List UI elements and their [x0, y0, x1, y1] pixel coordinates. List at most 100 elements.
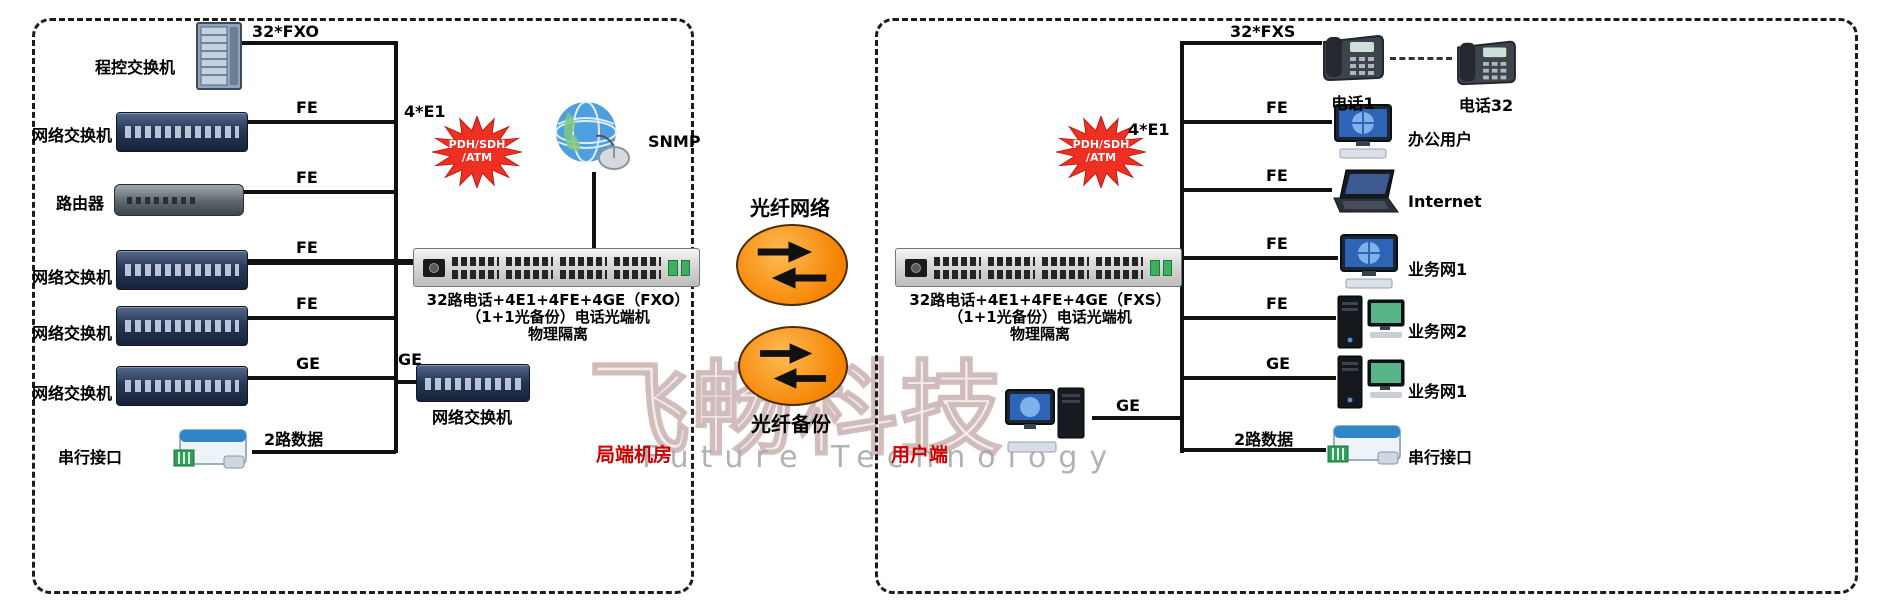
power-inlet-icon [423, 258, 445, 277]
network-switch-icon [116, 366, 248, 406]
device-label: 串行接口 [1408, 448, 1473, 467]
link-label: FE [1266, 166, 1288, 185]
connector-line [246, 259, 413, 265]
e1-label: 4*E1 [404, 102, 446, 121]
device-label: 网络交换机 [431, 408, 512, 427]
link-label: 2路数据 [1234, 430, 1294, 449]
link-label: FE [1266, 294, 1288, 313]
connector-line [246, 376, 396, 380]
device-label: 程控交换机 [94, 58, 175, 77]
power-inlet-icon [905, 258, 927, 277]
tower-computer-icon [1336, 354, 1406, 414]
device-label: 网络交换机 [31, 324, 112, 343]
pdh-sdh-atm-starburst: PDH/SDH /ATM [432, 116, 522, 188]
snmp-globe-icon [552, 100, 636, 178]
device-label: 业务网1 [1408, 260, 1468, 279]
fxs-mux-device [895, 248, 1182, 287]
desktop-computer-icon [1332, 104, 1394, 164]
fiber-backup-node [738, 326, 848, 406]
mux-caption-line: （1+1光备份）电话光端机 [948, 308, 1132, 326]
mux-caption: 32路电话+4E1+4FE+4GE（FXS） （1+1光备份）电话光端机 物理隔… [895, 292, 1185, 343]
connector-line [1184, 41, 1322, 45]
mux-caption-line: 32路电话+4E1+4FE+4GE（FXS） [909, 291, 1171, 309]
mux-caption-line: 物理隔离 [1009, 325, 1070, 343]
mux-caption-line: （1+1光备份）电话光端机 [466, 308, 650, 326]
mux-caption-line: 物理隔离 [527, 325, 588, 343]
network-switch-icon [116, 112, 248, 152]
fxo-mux-device [413, 248, 700, 287]
device-label: 路由器 [55, 194, 104, 213]
tower-computer-icon [1336, 294, 1406, 354]
connector-line [246, 120, 396, 124]
connector-line [242, 190, 396, 194]
connector-line [1184, 120, 1332, 124]
link-label: GE [398, 350, 423, 369]
connector-line [1184, 376, 1336, 380]
link-label: FE [1266, 98, 1288, 117]
connector-line [1184, 188, 1332, 192]
network-switch-icon [116, 306, 248, 346]
zone-label-user-side: 用户端 [891, 444, 949, 466]
connector-line [240, 41, 396, 45]
connector-line [246, 316, 396, 320]
mux-caption: 32路电话+4E1+4FE+4GE（FXO） （1+1光备份）电话光端机 物理隔… [413, 292, 703, 343]
device-label: 网络交换机 [31, 126, 112, 145]
link-label: FE [296, 98, 318, 117]
network-switch-icon [416, 364, 530, 402]
serial-interface-icon [1326, 422, 1406, 474]
fiber-port-icon [668, 259, 690, 276]
connector-line [1184, 316, 1336, 320]
telephone-icon [1454, 34, 1518, 94]
desktop-computer-icon [1338, 234, 1400, 294]
burst-label: /ATM [1085, 151, 1117, 164]
zone-box-central-office [32, 18, 694, 594]
pbx-switch-icon [196, 22, 242, 94]
device-label: 电话1 [1331, 94, 1375, 113]
device-label: 业务网1 [1408, 382, 1468, 401]
link-label: FE [296, 294, 318, 313]
fxs-label: 32*FXS [1230, 22, 1296, 41]
phone-ellipsis-dashes [1390, 57, 1452, 60]
workstation-icon [1004, 386, 1088, 460]
burst-label: /ATM [461, 151, 493, 164]
link-label: 32*FXO [252, 22, 319, 41]
burst-label: PDH/SDH [448, 138, 506, 152]
fiber-network-node [736, 224, 848, 306]
burst-label: PDH/SDH [1072, 138, 1130, 152]
telephone-icon [1320, 28, 1386, 90]
device-label: 网络交换机 [31, 384, 112, 403]
device-label: 业务网2 [1408, 322, 1468, 341]
pdh-sdh-atm-starburst: PDH/SDH /ATM [1056, 116, 1146, 188]
device-label: Internet [1408, 192, 1482, 211]
network-switch-icon [116, 250, 248, 290]
connector-bus-line [1180, 41, 1184, 453]
connector-line [1184, 256, 1338, 260]
connector-bus-line [394, 41, 398, 453]
connector-line [1092, 416, 1184, 420]
router-icon [114, 184, 244, 216]
device-label: 电话32 [1458, 96, 1514, 115]
link-label: GE [296, 354, 321, 373]
mux-caption-line: 32路电话+4E1+4FE+4GE（FXO） [426, 291, 690, 309]
connector-line [1184, 448, 1326, 452]
connector-line [398, 380, 416, 384]
laptop-icon [1332, 168, 1400, 220]
link-label: GE [1116, 396, 1141, 415]
link-label: FE [296, 238, 318, 257]
fiber-network-label: 光纤网络 [750, 196, 830, 220]
fiber-port-icon [1150, 259, 1172, 276]
link-label: FE [296, 168, 318, 187]
serial-interface-icon [172, 426, 252, 478]
fiber-backup-label: 光纤备份 [751, 412, 831, 436]
bidirectional-arrows-icon [757, 241, 827, 289]
zone-box-user-side [875, 18, 1858, 594]
e1-label: 4*E1 [1128, 120, 1170, 139]
connector-line [252, 450, 396, 454]
link-label: FE [1266, 234, 1288, 253]
snmp-line [592, 172, 596, 248]
device-label: 办公用户 [1408, 130, 1473, 149]
snmp-label: SNMP [648, 132, 701, 151]
device-label: 串行接口 [57, 448, 122, 467]
link-label: GE [1266, 354, 1291, 373]
